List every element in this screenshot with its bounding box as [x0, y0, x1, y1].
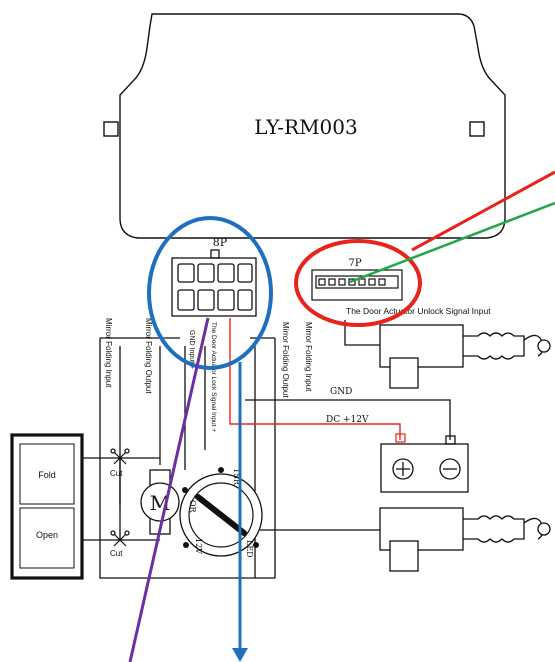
model-label: LY-RM003 — [254, 115, 357, 139]
cut-label-bottom: Cut — [110, 549, 123, 558]
blue-highlight-circle — [147, 216, 273, 370]
green-pointer-line — [349, 201, 555, 284]
mirror-folding-input-label: Mirror Folding Input — [104, 318, 113, 388]
wiring-frame — [64, 320, 451, 579]
dial-label-left-lower: 12V — [194, 538, 203, 554]
module-housing — [103, 13, 506, 239]
connector-8p-label: 8P — [213, 236, 228, 249]
dial-label-right-lower: LED — [245, 540, 254, 558]
scissors-icon — [110, 448, 130, 465]
cut-label-top: Cut — [110, 469, 123, 478]
red-pointer-line — [411, 170, 555, 252]
connector-7p-label: 7P — [348, 258, 361, 269]
connector-7p — [311, 269, 403, 301]
battery — [380, 435, 469, 493]
scissors-icon-bottom — [110, 530, 130, 547]
door-actuator-bottom — [379, 507, 551, 572]
door-actuator-top — [379, 324, 551, 389]
gnd-input-label: GND Input + — [188, 330, 195, 369]
blue-arrow-head — [232, 648, 248, 662]
mirror-folding-output-right-label: Mirror Folding Output — [281, 322, 290, 398]
dc-label: DC +12V — [326, 415, 369, 425]
dial-label-left-upper: OR — [188, 500, 197, 514]
mirror-folding-input-right-label: Mirror Folding Input — [304, 322, 313, 392]
unlock-input-label: The Door Actuator Unlock Signal Input — [346, 306, 491, 316]
mount-tab-left — [103, 121, 119, 137]
red-highlight-circle — [294, 239, 422, 327]
red-power-wire — [229, 318, 401, 440]
lock-input-label: The Door Actuator Lock Signal Input + — [210, 322, 217, 432]
gnd-label: GND — [330, 387, 352, 397]
mount-tab-right — [469, 121, 485, 137]
switch-panel — [10, 433, 84, 580]
mirror-folding-output-label: Mirror Folding Output — [144, 318, 153, 394]
dial-label-top: TSR — [232, 468, 241, 486]
purple-pointer-line — [128, 317, 210, 662]
fold-button-label: Fold — [38, 470, 56, 480]
connector-8p — [171, 249, 257, 317]
open-button-label: Open — [36, 530, 58, 540]
positive-terminal — [395, 433, 406, 443]
